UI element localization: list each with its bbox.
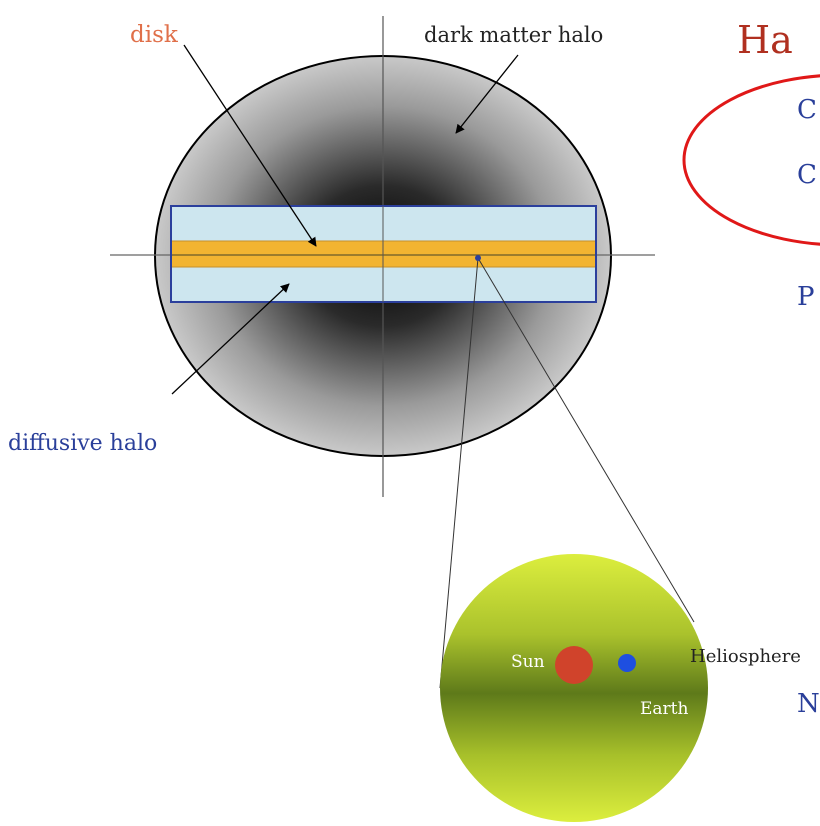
bullet-line-1-fragment: C (797, 95, 817, 125)
bullet-line-3-fragment: P (797, 282, 815, 312)
diffusive-halo-arrow (171, 283, 290, 395)
bullet-line-2-fragment: C (797, 160, 817, 190)
diffusive-halo-label: diffusive halo (8, 431, 157, 456)
dark-matter-halo-label: dark matter halo (424, 23, 603, 47)
heliosphere-label: Heliosphere (690, 646, 801, 667)
earth (618, 654, 636, 672)
earth-label: Earth (640, 699, 689, 719)
sun-label: Sun (511, 652, 545, 672)
sun (555, 646, 593, 684)
highlight-ellipse (682, 74, 820, 246)
disk-label: disk (130, 22, 179, 48)
disk-arrow (183, 44, 317, 247)
bullet-line-4-fragment: N (797, 689, 820, 719)
heliosphere (440, 554, 708, 822)
zoom-line-left (439, 257, 479, 689)
slide-title-fragment: Ha (737, 18, 793, 62)
zoom-origin-marker (475, 255, 481, 261)
dark-matter-arrow (455, 54, 519, 134)
zoom-line-right (477, 257, 695, 623)
